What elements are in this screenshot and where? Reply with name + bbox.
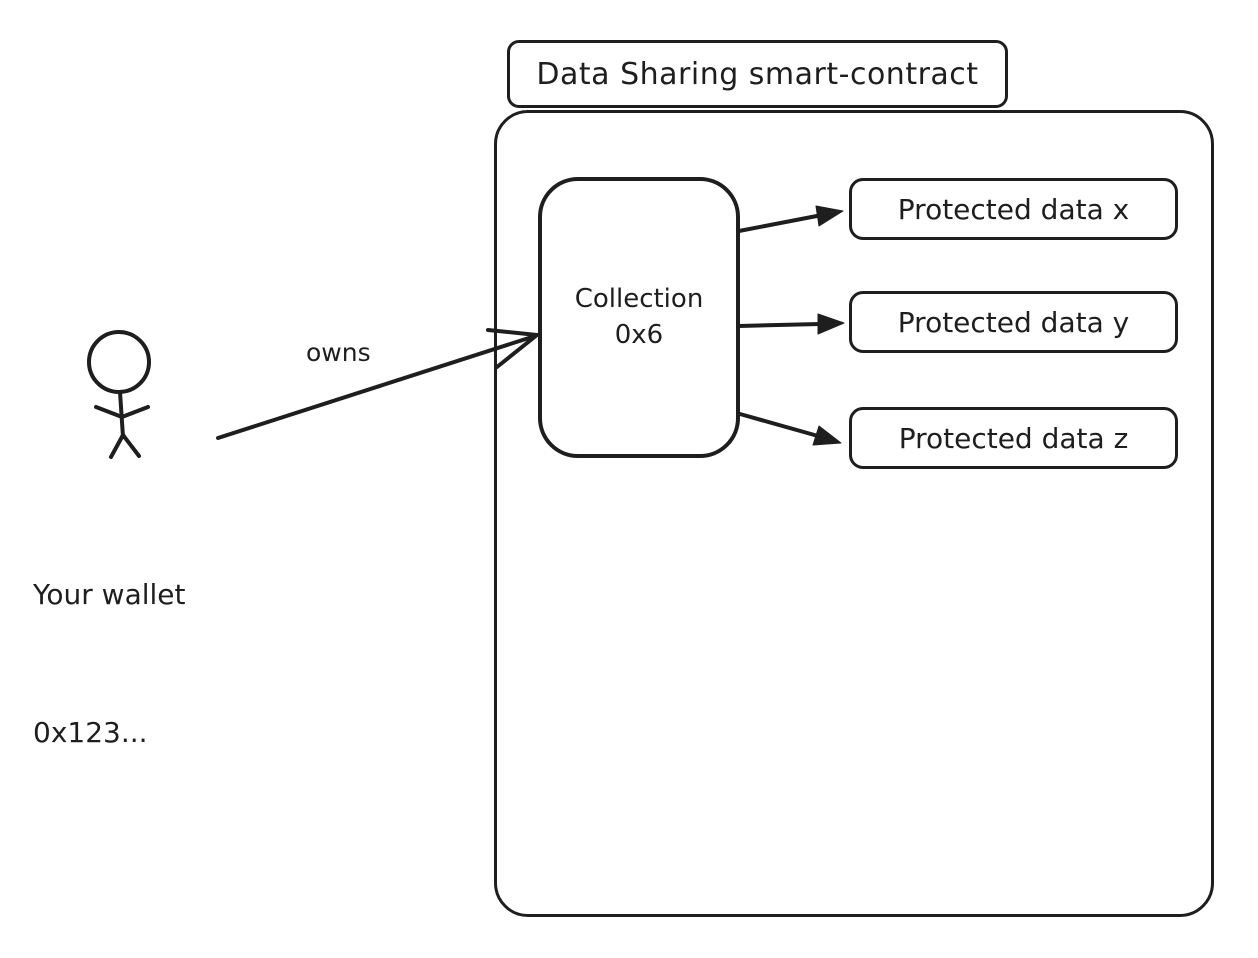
protected-data-label: Protected data y: [897, 305, 1130, 339]
person-head: [87, 330, 151, 394]
owns-edge-label: owns: [306, 338, 371, 367]
owns-arrow-shaft: [216, 334, 537, 440]
collection-node-name: Collection: [574, 284, 704, 315]
protected-data-node-z: Protected data z: [849, 407, 1178, 469]
protected-data-node-x: Protected data x: [849, 178, 1178, 240]
protected-data-label: Protected data z: [898, 421, 1129, 455]
person-body: [118, 390, 125, 439]
collection-node-id: 0x6: [614, 319, 664, 350]
smart-contract-title-box: Data Sharing smart-contract: [507, 40, 1008, 108]
person-icon: [87, 330, 151, 459]
owns-arrow: [216, 328, 539, 440]
person-legs: [109, 433, 141, 459]
wallet-caption-line1: Your wallet: [33, 578, 186, 611]
wallet-caption: Your wallet 0x123...: [33, 480, 186, 848]
collection-node: Collection 0x6: [538, 177, 740, 458]
protected-data-label: Protected data x: [897, 192, 1130, 226]
protected-data-node-y: Protected data y: [849, 291, 1178, 353]
wallet-caption-line2: 0x123...: [33, 716, 148, 749]
person-arms: [94, 405, 150, 419]
smart-contract-title-label: Data Sharing smart-contract: [536, 56, 979, 92]
